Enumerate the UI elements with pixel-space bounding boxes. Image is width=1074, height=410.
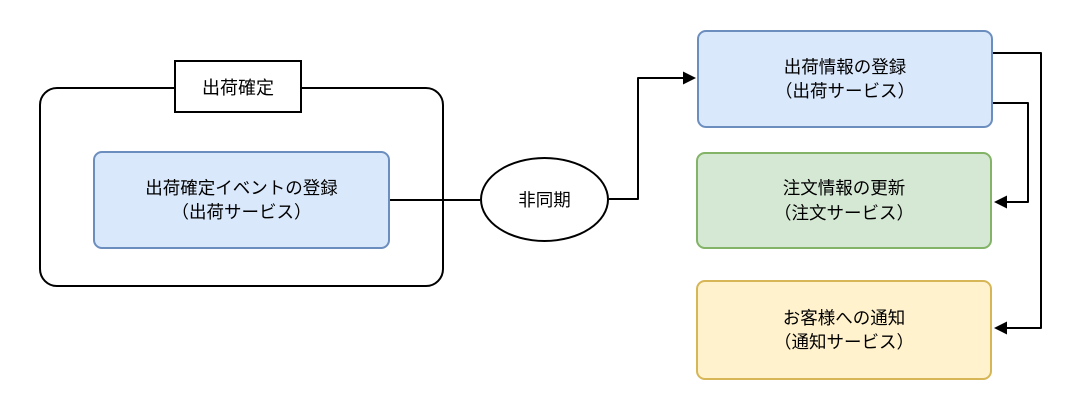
arrowhead-into-order bbox=[994, 195, 1007, 209]
node-order-line1: 注文情報の更新 bbox=[782, 178, 906, 199]
connector-async-to-shipping bbox=[609, 77, 684, 200]
node-async-ellipse: 非同期 bbox=[480, 157, 609, 242]
arrowhead-into-shipping bbox=[683, 71, 696, 85]
node-publish-shipment-event: 出荷確定イベントの登録 （出荷サービス） bbox=[93, 151, 390, 249]
node-order-line2: （注文サービス） bbox=[774, 202, 914, 223]
node-update-order-info: 注文情報の更新 （注文サービス） bbox=[696, 152, 992, 249]
node-shipping-line1: 出荷情報の登録 bbox=[783, 56, 907, 77]
node-notify-customer: お客様への通知 （通知サービス） bbox=[696, 280, 992, 380]
node-publish-line1: 出荷確定イベントの登録 bbox=[145, 177, 338, 198]
shipment-confirm-group-label: 出荷確定 bbox=[174, 60, 302, 113]
node-register-shipping-info: 出荷情報の登録 （出荷サービス） bbox=[697, 30, 993, 128]
group-label-text: 出荷確定 bbox=[202, 77, 274, 98]
async-label: 非同期 bbox=[518, 190, 571, 210]
node-notify-line2: （通知サービス） bbox=[774, 332, 914, 352]
node-notify-line1: お客様への通知 bbox=[782, 307, 906, 328]
connector-shipping-to-order bbox=[993, 102, 1029, 203]
node-publish-line2: （出荷サービス） bbox=[171, 202, 312, 222]
node-shipping-line2: （出荷サービス） bbox=[775, 81, 915, 101]
arrowhead-into-notify bbox=[994, 321, 1007, 335]
connector-shipping-to-notify bbox=[993, 52, 1042, 329]
